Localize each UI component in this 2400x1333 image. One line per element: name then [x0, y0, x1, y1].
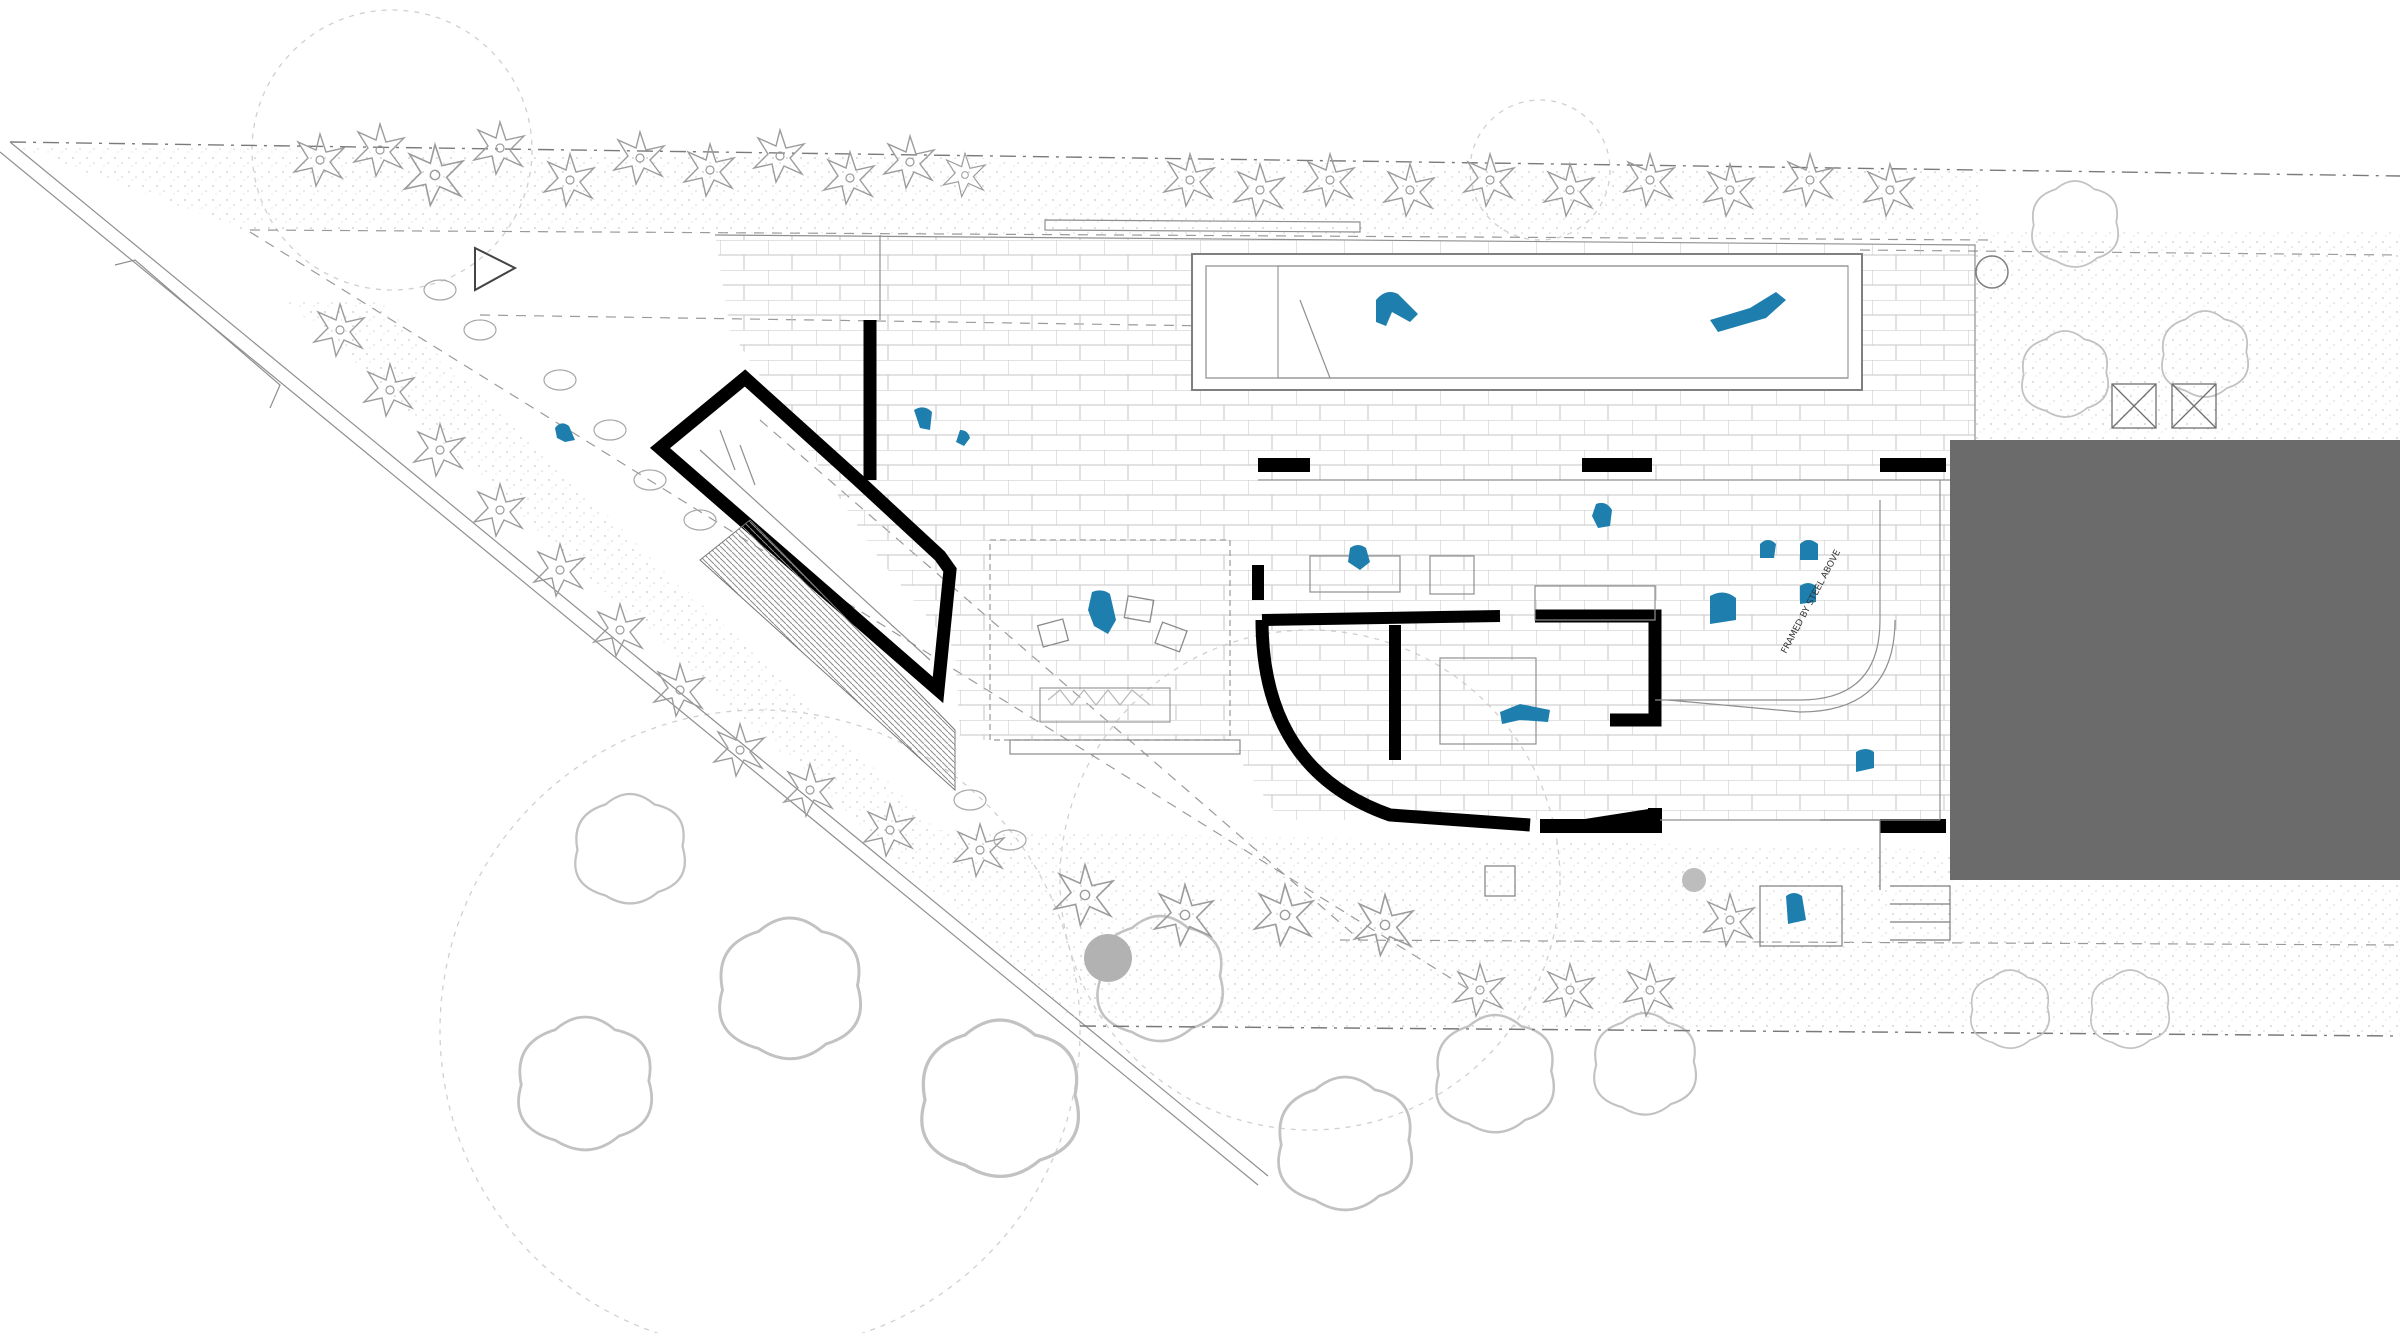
deck-ramp [699, 519, 956, 792]
garden-strip-south [285, 300, 1960, 1030]
person-figure-icon [1500, 704, 1550, 724]
entry-steps [1484, 819, 1951, 947]
stepping-stones [423, 279, 1027, 851]
garden-strip-east [1975, 230, 2400, 440]
terrace-outline [714, 234, 1976, 440]
chair-icon [1154, 621, 1188, 653]
person-figure-icon [1800, 540, 1818, 560]
person-figure-icon [1760, 540, 1776, 558]
tree-trunk-small [1682, 868, 1706, 892]
neighbouring-building [1950, 440, 2400, 880]
person-figure-icon [1710, 592, 1736, 624]
lamp-post [1975, 255, 2009, 289]
person-figure-icon [1786, 893, 1806, 924]
person-figure-icon [1710, 292, 1786, 332]
garden-strip-north [12, 145, 1980, 235]
garden-strip-east-low [1960, 880, 2400, 1035]
chair-icon [1036, 618, 1070, 648]
outdoor-lounge [989, 539, 1241, 755]
tree-trunk-large [1084, 934, 1132, 982]
person-figure-icon [1088, 590, 1116, 634]
person-figure-icon [1376, 292, 1418, 326]
north-arrow-icon [474, 246, 518, 292]
person-figure-icon [555, 423, 575, 442]
person-figure-icon [914, 407, 932, 430]
chair-icon [1123, 595, 1155, 623]
person-figure-icon [1800, 583, 1816, 604]
lounge-chairs [1036, 595, 1188, 653]
person-figures [555, 292, 1874, 924]
person-figure-icon [1856, 749, 1874, 772]
person-figure-icon [1348, 545, 1370, 570]
pool [1191, 253, 1863, 391]
person-figure-icon [1592, 502, 1612, 528]
planter-crates [2111, 383, 2217, 429]
main-house-walls [1252, 458, 1950, 833]
person-figure-icon [956, 430, 970, 446]
angled-pavilion [649, 320, 957, 704]
